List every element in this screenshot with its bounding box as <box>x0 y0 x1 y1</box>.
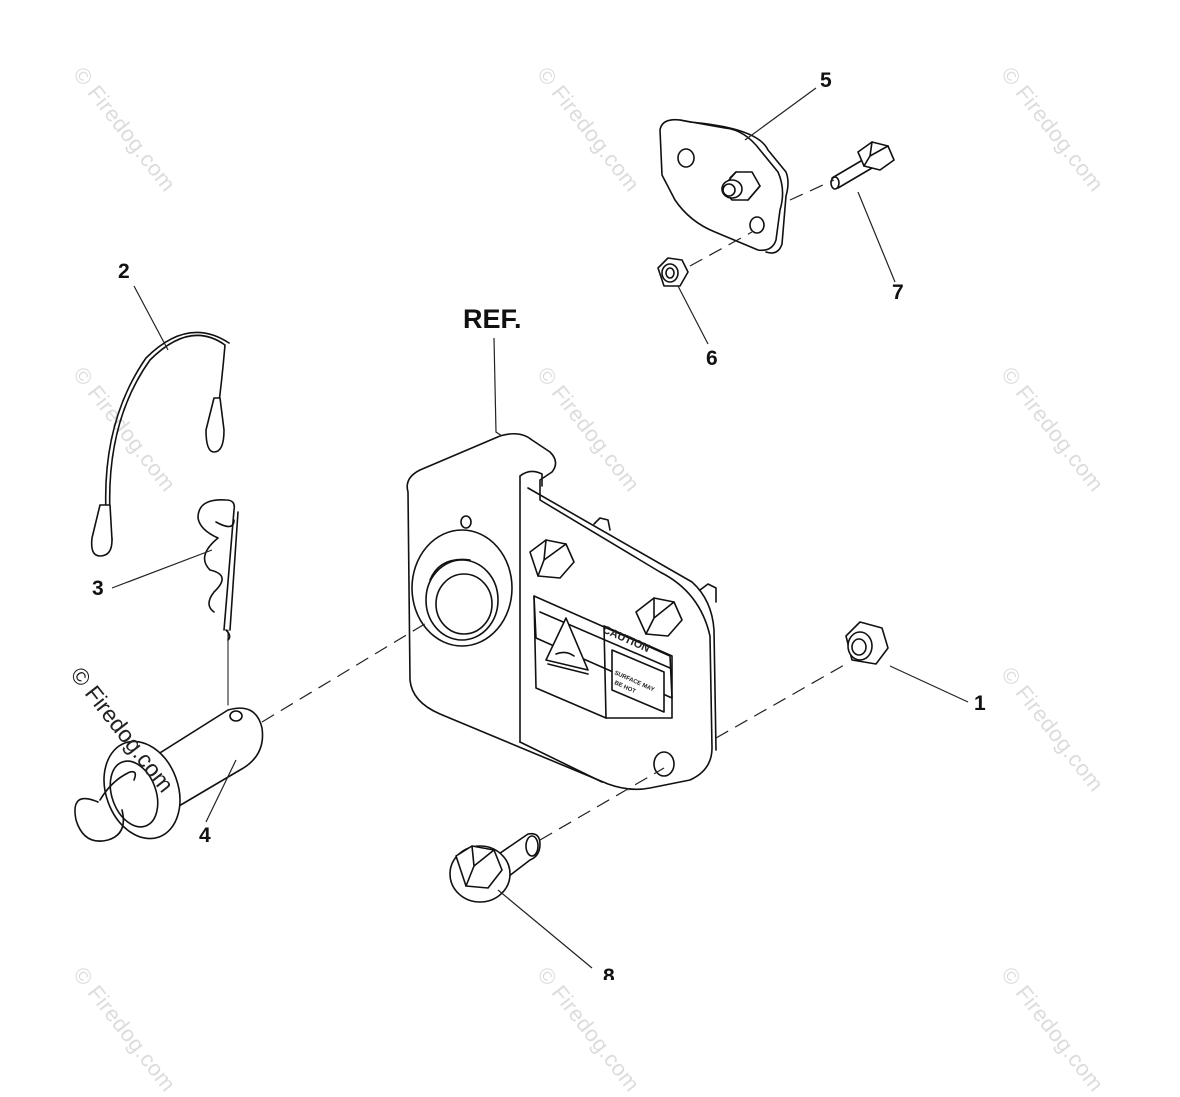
diagram-drawing: CAUTION SURFACE MAY BE HOT <box>74 87 969 969</box>
callout-7: 7 <box>892 281 904 304</box>
leader-line-5 <box>744 87 817 141</box>
callout-4: 4 <box>199 824 211 847</box>
assembly-axis <box>715 663 847 739</box>
leader-line-2 <box>133 285 169 351</box>
leader-line-7 <box>857 191 896 283</box>
callout-2: 2 <box>118 260 130 283</box>
bolt-part-7 <box>830 141 895 190</box>
leader-line-4 <box>205 759 237 823</box>
callout-1: 1 <box>974 692 986 715</box>
leader-line-6 <box>677 285 709 345</box>
leader-line-3 <box>111 549 213 589</box>
leader-line-1 <box>889 665 969 703</box>
callout-8: 8 <box>603 966 615 980</box>
assembly-axis <box>789 179 835 201</box>
leader-line-8 <box>497 889 593 969</box>
hair-pin-part-3 <box>197 499 239 641</box>
callout-5: 5 <box>820 69 832 92</box>
lanyard-cable-part-2 <box>90 331 230 557</box>
clevis-pin-part-4 <box>74 629 264 842</box>
ref-label: REF. <box>463 304 522 334</box>
callout-6: 6 <box>706 347 718 370</box>
nut-part-1 <box>845 621 889 665</box>
assembly-axis <box>539 767 665 841</box>
assembly-axis <box>689 231 753 267</box>
bracket-plate-part-5 <box>659 118 789 254</box>
nut-part-6 <box>657 257 689 287</box>
callout-3: 3 <box>92 577 104 600</box>
assembly-axis <box>261 621 429 723</box>
parts-diagram: © Firedog.com © Firedog.com © Firedog.co… <box>66 62 1110 1096</box>
mounting-plate-ref <box>406 432 717 791</box>
leader-line-ref <box>493 337 503 437</box>
flange-bolt-part-8 <box>449 832 541 903</box>
